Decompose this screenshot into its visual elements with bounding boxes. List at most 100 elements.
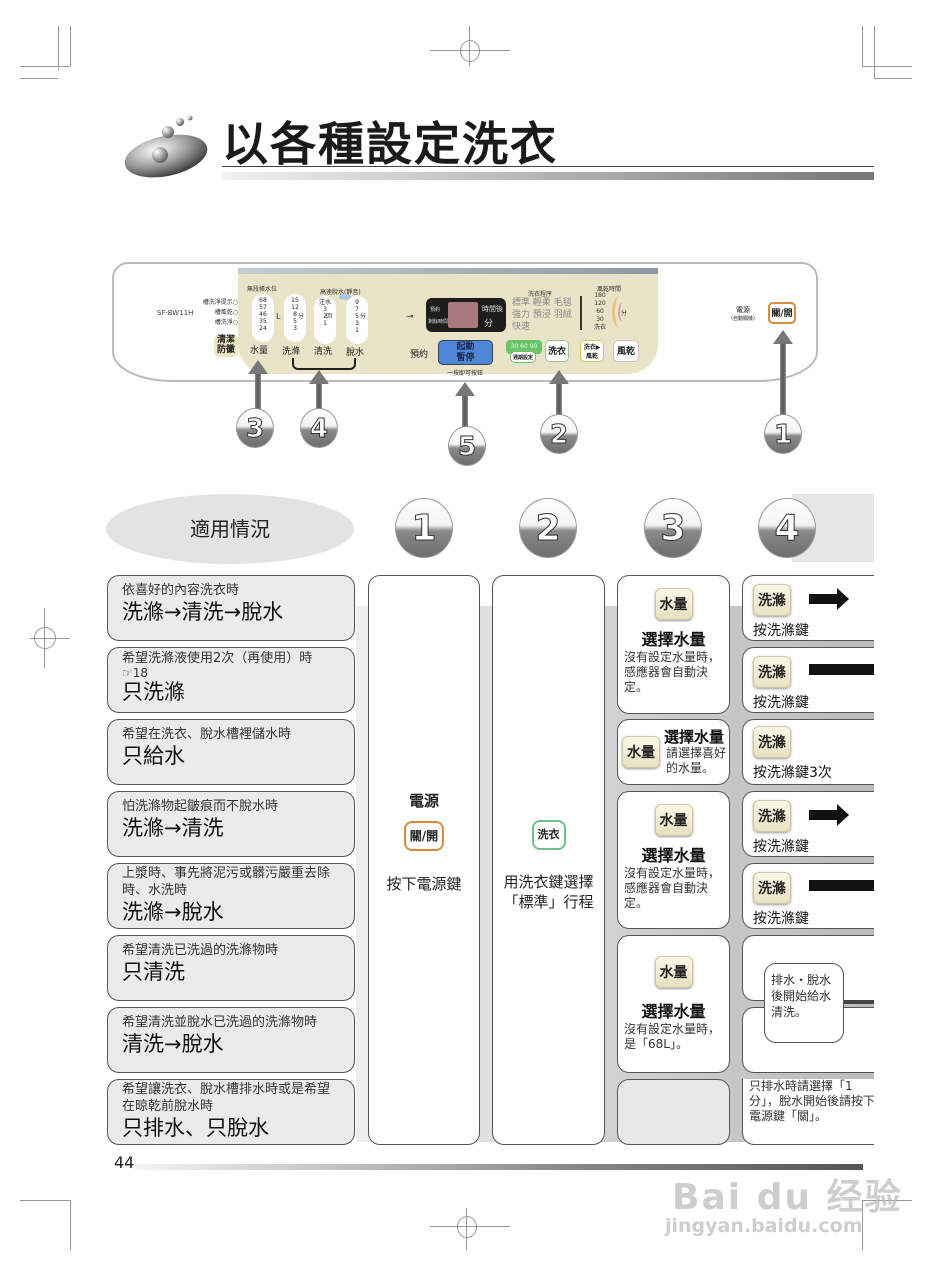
lcd-display: 預約 剩餘時間 時間後 分	[426, 298, 506, 332]
callout-arrow	[549, 370, 569, 420]
display-label: 剩餘時間	[428, 319, 449, 325]
callout-number: 5	[448, 426, 486, 466]
arrow-bar	[809, 880, 879, 891]
program-option: 毛毯	[553, 298, 572, 308]
start-caption: 一按即可按鈕	[447, 370, 484, 377]
crop-mark	[20, 1200, 70, 1201]
title-gradient-bar	[222, 172, 874, 180]
step-number: 3	[644, 498, 702, 558]
dry-arc	[618, 302, 628, 322]
crop-mark	[862, 66, 912, 67]
wash-dry-label: 洗衣▶	[583, 344, 601, 351]
reserve-label: 預約	[410, 350, 429, 360]
reserve-time-selector[interactable]: 30 60 90	[506, 340, 542, 354]
spin-button-panel[interactable]: 脫水	[346, 348, 365, 358]
watermark-brand: Bai du 经验	[672, 1177, 903, 1218]
power-button-panel[interactable]: 關/開	[768, 302, 796, 324]
pause-label: 暫停	[456, 353, 475, 363]
situation-header: 適用情況	[106, 494, 354, 564]
crop-mark	[70, 26, 71, 66]
step4-label: 按洗滌鍵	[753, 623, 809, 639]
program-option: 羽絨	[553, 310, 572, 320]
water-level-button-icon: 水量	[654, 588, 693, 620]
power-sub-label: （自動關機）	[728, 316, 759, 322]
lcd-screen	[448, 302, 478, 328]
display-label: 時間後	[482, 305, 503, 313]
step3-text: 沒有設定水量時，感應器會自動決定。	[624, 866, 721, 910]
key-icon: ⊸	[406, 312, 414, 322]
control-panel-top-strip	[238, 268, 658, 274]
wash-dry-label: 風乾	[585, 353, 598, 360]
program-option: 強力	[512, 310, 531, 320]
step4-cell: 洗滌 按洗滌鍵	[742, 647, 882, 713]
rinse-unit: 回	[326, 313, 333, 320]
water-level-button-icon: 水量	[654, 804, 693, 836]
situation-row: 希望清洗已洗過的洗滌物時只清洗	[107, 935, 355, 1001]
step3-title: 選擇水量	[641, 630, 706, 649]
dry-unit: 分	[621, 310, 628, 317]
divider	[580, 296, 582, 330]
step4-cell: 洗滌 按洗滌鍵	[742, 791, 882, 857]
step4-cell: 洗滌 按洗滌鍵3次	[742, 719, 882, 785]
wash-program-button[interactable]: 洗衣	[545, 340, 569, 362]
title-underline	[222, 166, 874, 167]
program-label: 洗衣程序	[528, 291, 553, 298]
water-unit: L	[276, 312, 281, 321]
start-label: 起動	[456, 342, 475, 352]
step4-label: 按洗滌鍵3次	[753, 765, 832, 781]
registration-mark	[430, 26, 510, 66]
step4-label: 按洗滌鍵	[753, 839, 809, 855]
step3-cell: 水量 選擇水量 沒有設定水量時，感應器會自動決定。	[617, 791, 730, 929]
program-list: 標準 輕柔 毛毯 強力 預浸 羽絨 快速	[512, 297, 578, 333]
reserve-setting-button[interactable]: 週期設定	[510, 351, 536, 363]
step1-title: 電源	[408, 792, 439, 810]
situation-row: 希望讓洗衣、脫水槽排水時或是希望在晾乾前脫水時只排水、只脫水	[107, 1079, 355, 1145]
arrow-right-icon	[809, 594, 839, 604]
callout-arrow	[455, 382, 475, 432]
program-option: 快速	[512, 322, 531, 332]
wash-key-icon: 洗滌	[753, 656, 791, 688]
start-pause-button[interactable]: 起動 暫停	[438, 340, 493, 365]
dry-button[interactable]: 風乾	[613, 340, 639, 362]
step3-text: 沒有設定水量時，感應器會自動決定。	[624, 650, 721, 694]
callout-number: 4	[300, 408, 338, 448]
crop-mark	[862, 26, 863, 66]
crop-mark	[20, 78, 58, 79]
step2-column: 洗衣 用洗衣鍵選擇「標準」行程	[492, 575, 605, 1145]
wash-button-panel[interactable]: 洗滌	[282, 347, 301, 357]
wash-key-icon: 洗滌	[753, 726, 791, 758]
step4-label: 按洗滌鍵	[753, 695, 809, 711]
step-number: 4	[758, 498, 816, 558]
registration-mark	[430, 1208, 510, 1250]
indicator: 槽風乾○	[214, 309, 238, 316]
crop-mark	[58, 26, 59, 70]
tub-clean-button[interactable]: 清潔 防黴	[214, 335, 238, 357]
wash-key-icon: 洗滌	[753, 800, 791, 832]
spin-unit: 分	[360, 313, 367, 320]
water-level-button[interactable]: 水量	[250, 346, 269, 356]
step3-title: 選擇水量	[664, 728, 725, 746]
footer-bar	[135, 1164, 863, 1170]
brace-bracket	[292, 358, 356, 370]
program-option: 預浸	[532, 310, 551, 320]
step2-instruction: 用洗衣鍵選擇「標準」行程	[503, 873, 594, 911]
rinse-button-panel[interactable]: 清洗	[314, 347, 333, 357]
indicator: 槽洗淨○	[214, 319, 238, 326]
step3-title: 選擇水量	[641, 846, 706, 865]
step3-empty-cell	[617, 1079, 730, 1145]
arrow-right-icon	[809, 810, 839, 820]
connector-line	[840, 1000, 880, 1004]
arrow-bar	[809, 664, 879, 675]
step4-label: 按洗滌鍵	[753, 911, 809, 927]
wash-dry-button[interactable]: 洗衣▶ 風乾	[580, 340, 604, 362]
step3-cell: 水量 選擇水量 沒有設定水量時，是「68L」。	[617, 935, 730, 1073]
spin-indicator-light	[339, 294, 351, 300]
crop-mark	[20, 66, 70, 67]
wash-key-icon: 洗滌	[753, 872, 791, 904]
program-option: 標準	[512, 298, 531, 308]
wash-button-icon: 洗衣	[531, 820, 566, 850]
